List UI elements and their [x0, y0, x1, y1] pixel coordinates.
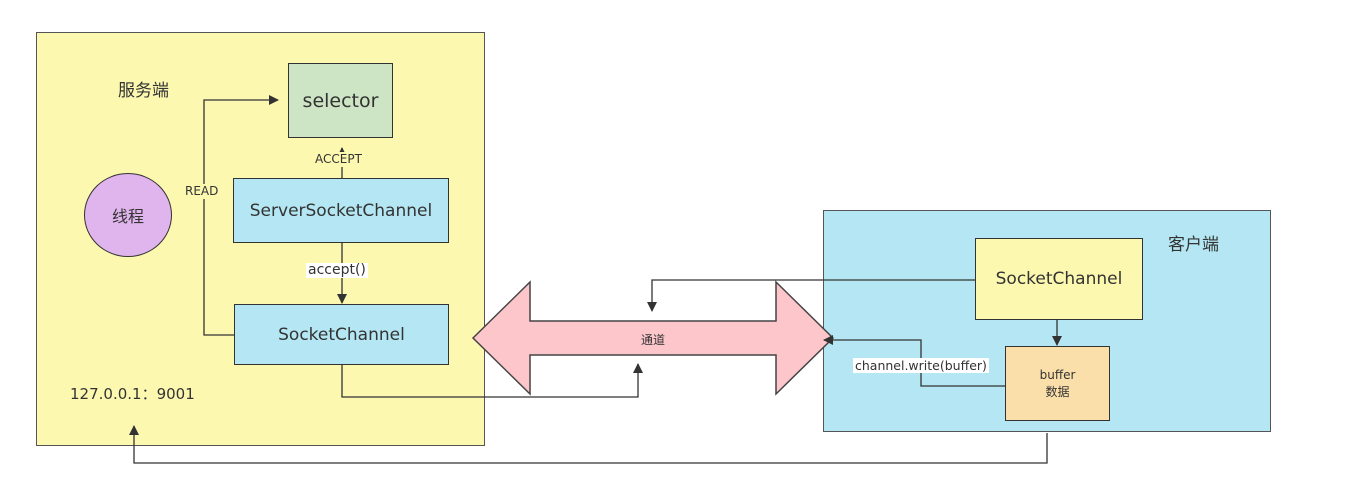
channel-pipe-arrow [471, 280, 835, 396]
accept-event-label: ACCEPT [313, 152, 364, 167]
server-socket-channel-conn-label: SocketChannel [278, 324, 405, 345]
channel-label: 通道 [641, 333, 666, 347]
server-to-pipe-arrow [341, 363, 643, 398]
buffer-label: buffer [1039, 367, 1076, 382]
selector-label: selector [302, 89, 379, 112]
buffer-box: buffer 数据 [1005, 346, 1110, 421]
read-arrow [203, 95, 279, 336]
read-event-label: READ [183, 184, 221, 199]
accept-call-label: accept() [306, 262, 368, 278]
thread-label: 线程 [111, 207, 144, 226]
thread-node: 线程 [84, 173, 172, 257]
server-socket-channel-box: ServerSocketChannel [233, 178, 449, 243]
selector-box: selector [288, 63, 393, 138]
server-socket-channel-conn-box: SocketChannel [234, 304, 449, 365]
write-label: channel.write(buffer) [853, 358, 989, 373]
buffer-to-server-arrow [129, 425, 1048, 464]
buffer-data-label: 数据 [1045, 384, 1070, 399]
client-to-pipe-arrow [647, 279, 975, 312]
client-title: 客户端 [1168, 235, 1219, 255]
client-socket-channel-label: SocketChannel [995, 269, 1123, 289]
server-address: 127.0.0.1：9001 [70, 385, 195, 403]
server-title: 服务端 [118, 81, 169, 101]
client-socket-channel-box: SocketChannel [975, 238, 1143, 320]
server-socket-channel-label: ServerSocketChannel [249, 200, 433, 221]
